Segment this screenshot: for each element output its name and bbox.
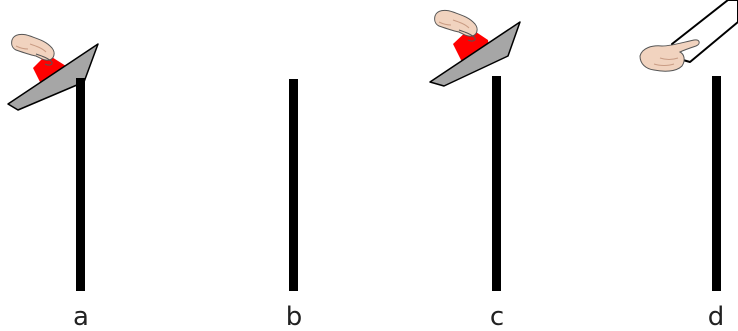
panel-a: a — [8, 34, 98, 331]
panel-label-a: a — [73, 302, 89, 331]
hand-icon — [12, 34, 54, 65]
panel-b: b — [286, 79, 303, 331]
vertical-rod — [492, 76, 501, 291]
panel-d: d — [640, 0, 738, 331]
panel-c: c — [430, 10, 520, 331]
vertical-rod — [289, 79, 298, 291]
vertical-rod — [712, 76, 721, 291]
panel-label-d: d — [708, 302, 725, 331]
panel-label-b: b — [286, 302, 303, 331]
panel-label-c: c — [490, 302, 504, 331]
hand-icon — [435, 10, 477, 41]
vertical-rod — [76, 78, 85, 291]
